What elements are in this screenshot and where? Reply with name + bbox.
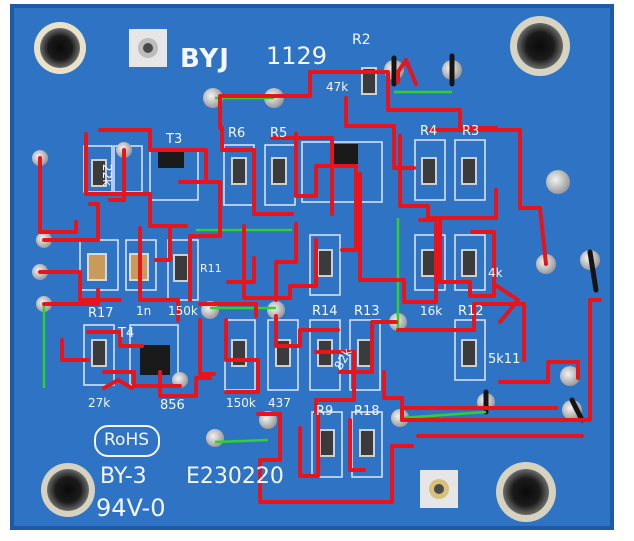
smd-components <box>87 67 477 457</box>
label-r9: R9 <box>316 404 334 419</box>
label-r13: R13 <box>354 304 380 319</box>
label-r17: R17 <box>88 306 114 321</box>
resistor-r6 <box>231 157 247 185</box>
label-r11: R11 <box>200 262 222 275</box>
resistor-r11b <box>231 339 247 367</box>
label-856: 856 <box>160 398 185 413</box>
date-code: E230220 <box>186 464 284 489</box>
label-47k: 47k <box>326 80 349 94</box>
resistor-r17 <box>91 339 107 367</box>
resistor-r4 <box>421 157 437 185</box>
resistor-r8 <box>91 159 107 187</box>
label-r5: R5 <box>270 126 288 141</box>
label-22k: 22k <box>100 163 115 187</box>
part-number: BY-3 <box>100 464 147 489</box>
label-r6: R6 <box>228 126 246 141</box>
board-edge <box>10 4 614 530</box>
flammability-rating: 94V-0 <box>96 494 166 522</box>
label-r12: R12 <box>458 304 484 319</box>
board-title-number: 1129 <box>266 42 328 70</box>
resistor-r2 <box>361 67 377 95</box>
rohs-label: RoHS <box>104 430 150 450</box>
resistor-r18 <box>359 429 375 457</box>
capacitor-c1 <box>87 253 107 281</box>
transistor-t4 <box>140 345 170 375</box>
label-r14: R14 <box>312 304 338 319</box>
label-16k: 16k <box>420 304 443 318</box>
red-traces <box>38 58 602 504</box>
label-150k-b: 150k <box>226 396 256 410</box>
transistors <box>140 144 358 375</box>
label-t3: T3 <box>166 132 183 147</box>
resistor-r16 <box>317 249 333 277</box>
mounting-holes <box>34 16 570 522</box>
resistor-r12 <box>461 339 477 367</box>
label-150k-a: 150k <box>168 304 198 318</box>
label-r18: R18 <box>354 404 380 419</box>
label-4k: 4k <box>488 266 503 280</box>
label-5k11: 5k11 <box>488 352 521 367</box>
resistor-r9 <box>319 429 335 457</box>
resistor-r15 <box>461 249 477 277</box>
transistor-t3 <box>158 148 184 168</box>
transistor-t1 <box>334 144 358 164</box>
label-1n: 1n <box>136 304 152 318</box>
label-27k: 27k <box>88 396 111 410</box>
resistor-r7 <box>421 249 437 277</box>
label-t4: T4 <box>118 326 135 341</box>
board-title: BYJ <box>180 44 230 74</box>
rohs-badge: RoHS <box>94 425 160 457</box>
square-pads <box>129 29 458 508</box>
label-r4: R4 <box>420 124 438 139</box>
resistor-r10 <box>173 254 189 282</box>
label-r3: R3 <box>462 124 480 139</box>
label-r2: R2 <box>352 32 371 48</box>
label-437: 437 <box>268 396 291 410</box>
resistor-r13 <box>357 339 373 367</box>
resistor-r3 <box>461 157 477 185</box>
resistor-r5 <box>271 157 287 185</box>
resistor-r19 <box>275 339 291 367</box>
